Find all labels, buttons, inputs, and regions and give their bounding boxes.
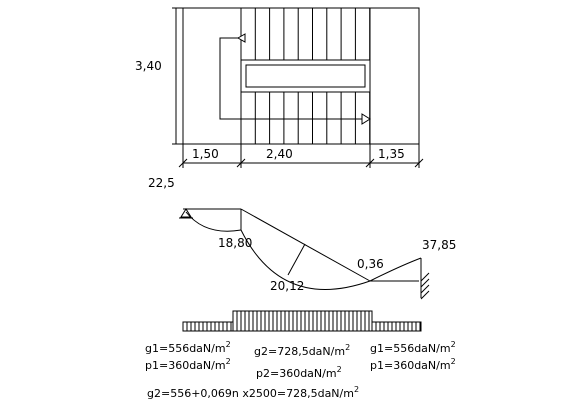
fixed-hatch-3: [420, 284, 430, 294]
fixed-hatch-4: [420, 290, 430, 300]
load-right-p1: p1=360daN/m2: [370, 357, 456, 372]
walking-line: [219, 37, 362, 120]
stairwell-outer: [240, 59, 371, 93]
stair-plan: 3,40 1,50 2,40 1,35: [135, 7, 424, 168]
arrow-right-icon: [361, 113, 371, 125]
load-mid-p2: p2=360daN/m2: [256, 365, 342, 380]
plan-height-label: 3,40: [135, 59, 162, 73]
load-left-p1: p1=360daN/m2: [145, 357, 231, 372]
load-formula: g2=556+0,069n x2500=728,5daN/m2: [147, 385, 359, 400]
moment-curve-right: [369, 257, 422, 282]
stair-treads: [240, 8, 371, 144]
beam-inclined-flight: [240, 208, 371, 282]
moment-label-18-80: 18,80: [218, 236, 252, 250]
moment-label-37-85: 37,85: [422, 238, 456, 252]
load-left-g1: g1=556daN/m2: [145, 340, 231, 355]
dim-label-right: 1,35: [378, 147, 405, 161]
plan-outline: [182, 7, 420, 145]
dim-label-left: 1,50: [192, 147, 219, 161]
load-block-middle: [232, 310, 373, 332]
dim-label-middle: 2,40: [266, 147, 293, 161]
dim-tick-2: [236, 158, 246, 168]
load-right-g1: g1=556daN/m2: [370, 340, 456, 355]
dim-tick-3: [365, 158, 375, 168]
moment-label-22-5: 22,5: [148, 176, 175, 190]
dim-tick-1: [178, 158, 188, 168]
load-mid-g2: g2=728,5daN/m2: [254, 343, 350, 358]
load-hatch: [186, 311, 421, 331]
fixed-hatch-2: [420, 278, 430, 288]
load-diagram: g1=556daN/m2 p1=360daN/m2 g2=728,5daN/m2…: [145, 310, 456, 400]
moment-curve-flight: [240, 229, 371, 290]
moment-curve-left: [185, 211, 242, 232]
arrow-left-icon: [236, 33, 246, 43]
moment-label-20-12: 20,12: [270, 279, 304, 293]
stairwell-inner: [245, 64, 366, 88]
moment-diagram: 22,5 18,80 20,12 0,36 37,85: [148, 176, 456, 300]
dim-tick-4: [414, 158, 424, 168]
moment-ordinate-20-12: [287, 243, 306, 276]
moment-label-0-36: 0,36: [357, 257, 384, 271]
fixed-hatch-1: [420, 272, 430, 282]
